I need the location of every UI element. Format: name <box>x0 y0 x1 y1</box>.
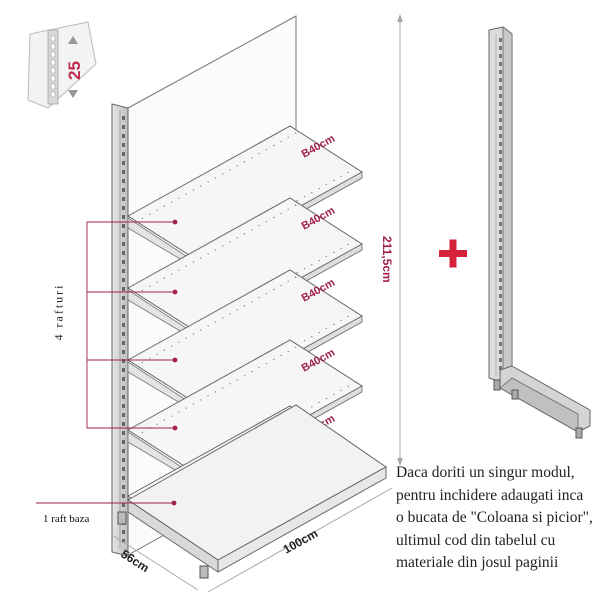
shelf-count-dots <box>172 219 178 431</box>
shelf-count-bracket <box>86 221 174 429</box>
note-line: o bucata de "Coloana si picior", <box>396 509 593 526</box>
width-dimension <box>207 487 393 593</box>
info-note: Daca doriti un singur modul, pentru inch… <box>396 462 596 575</box>
height-label: 211,5cm <box>380 236 394 283</box>
base-plinth <box>117 404 387 579</box>
note-line: ultimul cod din tabelul cu <box>396 531 556 549</box>
hole-pitch-badge: 25 <box>27 21 97 109</box>
base-shelf-dot <box>171 500 177 506</box>
note-line: Daca doriti un singur modul, <box>396 464 575 481</box>
upright-column <box>111 103 129 557</box>
hole-pitch-number: 25 <box>65 61 84 80</box>
plus-icon <box>439 239 467 268</box>
note-line: pentru inchidere adaugati inca <box>396 486 584 504</box>
arrow-up-icon <box>68 36 78 44</box>
arrow-down-icon <box>68 90 78 98</box>
depth-dimension <box>111 534 199 591</box>
height-dimension <box>397 14 403 466</box>
note-line: materiale din josul paginii <box>396 554 559 571</box>
base-shelf-label: 1 raft baza <box>43 513 90 525</box>
column-and-foot-part <box>488 26 591 439</box>
shelf-count-label: 4 rafturi <box>51 283 66 341</box>
